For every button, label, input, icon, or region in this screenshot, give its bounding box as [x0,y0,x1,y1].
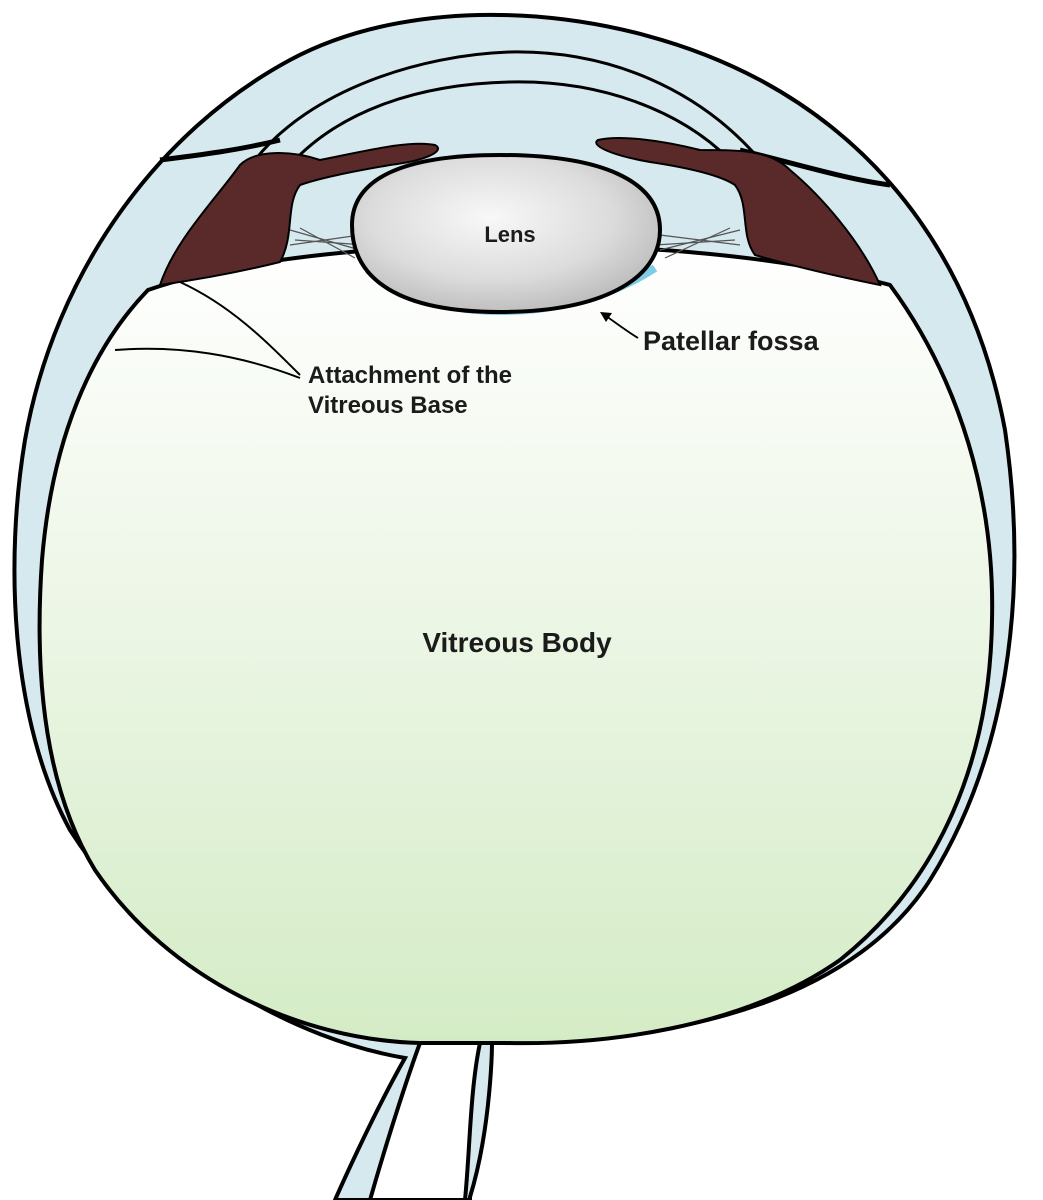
label-attachment-line1: Attachment of the [308,362,512,389]
attachment-leader-upper [179,281,301,376]
ciliary-body-left [158,142,439,287]
patellar-fossa-arrowhead [600,312,612,322]
iris-left [159,137,281,163]
lens-shape [349,152,663,315]
label-vitreous-body: Vitreous Body [422,627,612,658]
attachment-leader-lower [114,347,301,379]
optic-nerve [367,1041,483,1200]
label-lens: Lens [484,222,535,247]
ciliary-body-right [595,137,882,287]
label-attachment-line2: Vitreous Base [308,392,468,419]
label-patellar-fossa: Patellar fossa [643,326,820,356]
